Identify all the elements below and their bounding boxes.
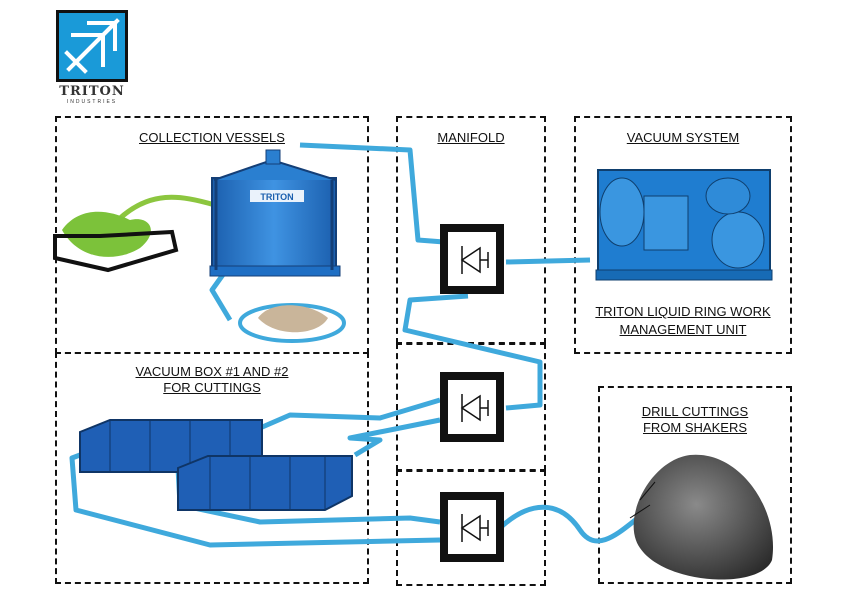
logo-wordmark: TRITON [59,84,125,99]
tank-label: TRITON [260,192,293,202]
vacuum-box-zone: VACUUM BOX #1 AND #2 FOR CUTTINGS [55,352,369,584]
logo-subtitle: INDUSTRIES [66,99,118,105]
pipe-box1-loop [69,449,441,548]
pipe-valve-bottom-to-cuttings [498,504,652,544]
pipe-boxes-to-valve-middle-2 [347,417,441,458]
pipe-network [69,142,652,548]
trident-icon [56,10,128,82]
vacuum-system-zone: VACUUM SYSTEM [574,116,792,354]
pipe-valve-top-to-vacuum [505,257,591,265]
valve-middle[interactable] [440,372,504,442]
manifold-title: MANIFOLD [437,130,505,145]
drill-cuttings-pile [629,454,774,580]
pipe-boxes-to-valve-middle [259,397,441,431]
drill-cuttings-title: DRILL CUTTINGS FROM SHAKERS [641,404,749,435]
manifold-zone-bottom [396,470,546,586]
drill-cuttings-zone: DRILL CUTTINGS FROM SHAKERS [598,386,792,584]
liquid-ring-caption: TRITON LIQUID RING WORK MANAGEMENT UNIT [595,304,771,337]
green-hose [116,194,216,222]
cuttings-tub [238,303,346,343]
collection-vessels-title: COLLECTION VESSELS [139,130,285,145]
spill-tray [53,211,179,273]
vacuum-box-title: VACUUM BOX #1 AND #2 FOR CUTTINGS [135,364,289,395]
vacuum-box-2 [177,455,353,511]
triton-logo: TRITON INDUSTRIES [56,10,128,105]
valve-bottom[interactable] [440,492,504,562]
pipe-valve-top-to-valve-middle [402,293,543,411]
vacuum-system-title: VACUUM SYSTEM [626,130,740,145]
valve-top[interactable] [440,224,504,294]
pipe-tank-to-valve-top [299,142,445,245]
collection-tank: TRITON [209,149,341,277]
vacuum-skid [595,169,773,281]
